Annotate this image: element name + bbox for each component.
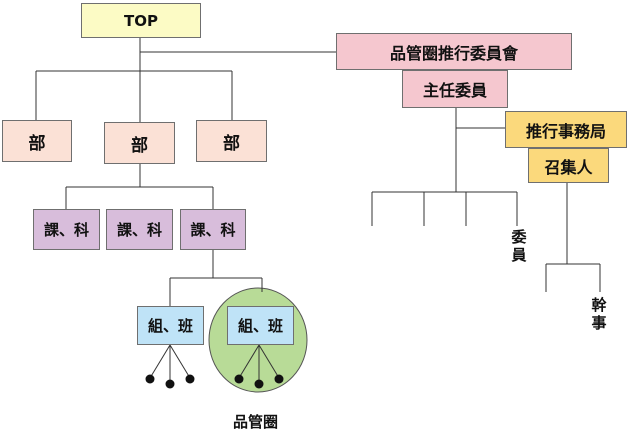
department-box-center: 部 <box>104 122 175 164</box>
qc-circle-label: 品管圈 <box>233 413 279 431</box>
department-box-right: 部 <box>196 120 267 162</box>
member-dot <box>234 374 244 384</box>
section-box-center: 課、科 <box>106 209 173 250</box>
member-dot <box>274 374 284 384</box>
group-box-left: 組、班 <box>137 306 204 345</box>
group-box-qc: 組、班 <box>227 306 294 345</box>
convener-box: 召集人 <box>528 148 609 183</box>
chairman-box: 主任委員 <box>402 70 508 108</box>
top-box: TOP <box>81 3 201 38</box>
secretariat-box: 推行事務局 <box>505 111 627 148</box>
committee-box: 品管圈推行委員會 <box>336 33 572 70</box>
department-box-left: 部 <box>2 120 72 162</box>
officers-label: 幹事 <box>591 296 607 332</box>
member-dot <box>165 379 175 389</box>
section-box-left: 課、科 <box>33 209 100 250</box>
member-dot <box>185 374 195 384</box>
member-dot <box>145 374 155 384</box>
section-box-right: 課、科 <box>180 209 246 250</box>
members-label: 委員 <box>511 228 527 264</box>
member-dot <box>254 379 264 389</box>
